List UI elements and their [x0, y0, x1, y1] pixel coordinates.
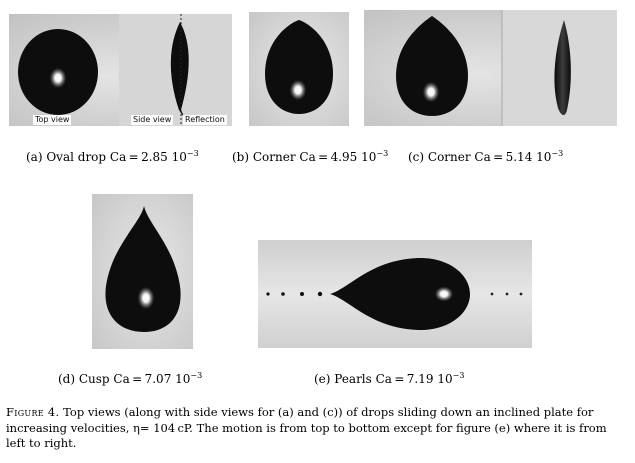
panel-a-image: Top view Side view Reflection — [9, 14, 232, 126]
corner-drop-c-side-view — [554, 20, 571, 116]
panel-d-image — [92, 194, 193, 349]
figure-caption-text: Top views (along with side views for (a)… — [6, 405, 607, 450]
side-view-label: Side view — [131, 115, 174, 125]
panel-e-image — [258, 240, 532, 348]
corner-drop-b — [265, 20, 333, 114]
panel-c-image — [364, 10, 617, 126]
caption-c: (c) Corner Ca = 5.14 10−3 — [408, 149, 564, 165]
pearl-trail-right — [490, 292, 523, 296]
caption-a: (a) Oval drop Ca = 2.85 10−3 — [26, 149, 199, 165]
pearling-drop — [330, 257, 470, 331]
top-view-label: Top view — [33, 115, 72, 125]
figure-caption: Figure 4. Top views (along with side vie… — [6, 405, 628, 452]
caption-e: (e) Pearls Ca = 7.19 10−3 — [314, 371, 465, 387]
cusp-drop — [105, 206, 181, 332]
pearl-trail-left — [266, 291, 323, 297]
figure-label: Figure 4. — [6, 405, 60, 419]
caption-b: (b) Corner Ca = 4.95 10−3 — [232, 149, 389, 165]
corner-drop-c — [396, 16, 468, 116]
caption-d: (d) Cusp Ca = 7.07 10−3 — [58, 371, 203, 387]
oval-drop-side-view — [170, 22, 189, 116]
reflection-label: Reflection — [183, 115, 227, 125]
panel-b-image — [249, 12, 349, 126]
